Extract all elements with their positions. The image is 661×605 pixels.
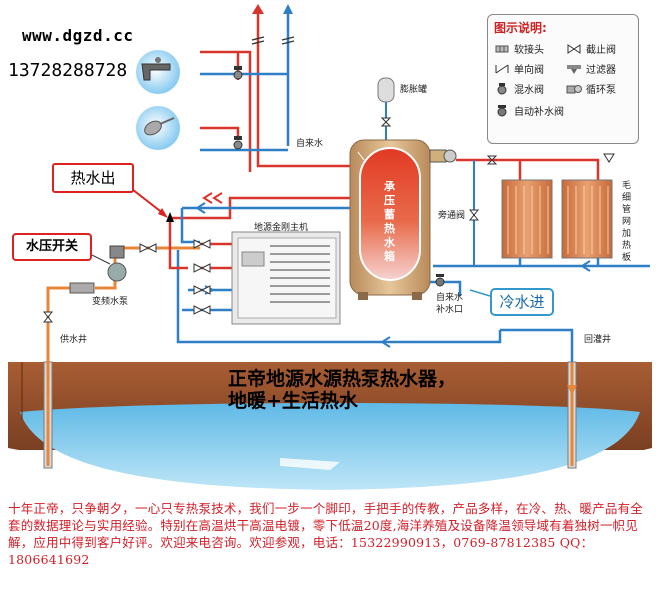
label-refill-2: 补水口	[436, 303, 463, 315]
legend-panel: 图示说明: 软接头 截止阀 单向阀 过滤器 混水阀 循环泵 自动补水阀	[487, 14, 639, 144]
legend-item-flexible-joint: 软接头	[494, 41, 544, 56]
svg-text:蓄: 蓄	[384, 207, 395, 221]
legend-label: 自动补水阀	[514, 107, 564, 118]
legend-label: 混水阀	[514, 85, 544, 96]
hot-callout-pointer	[127, 185, 165, 215]
heat-pump-valves	[139, 239, 211, 315]
circulation-pump-icon	[566, 84, 582, 93]
check-valves-top	[486, 153, 615, 165]
water-flow-arrow	[280, 458, 340, 470]
website-url[interactable]: www.dgzd.cc	[22, 26, 134, 45]
headline-line-2: 地暖+生活热水	[228, 390, 358, 412]
pipe-break-marks	[251, 36, 295, 45]
heating-panel-right	[561, 179, 613, 259]
heating-panel-left	[501, 179, 553, 259]
ground-section	[8, 360, 652, 500]
svg-text:板: 板	[622, 251, 631, 263]
supply-well	[43, 361, 53, 469]
headline-line-1: 正帝地源水源热泵热水器，	[228, 368, 457, 390]
well-return-line	[176, 250, 502, 344]
supply-pipe	[46, 286, 72, 362]
svg-text:细: 细	[622, 191, 631, 203]
mixing-valve-1	[233, 66, 243, 80]
pressure-switch-callout: 水压开关	[12, 233, 92, 261]
legend-item-stop-valve: 截止阀	[566, 41, 616, 56]
svg-text:压: 压	[384, 193, 395, 207]
label-heat-pump: 地源金刚主机	[254, 221, 308, 233]
legend-item-mixing-valve: 混水阀	[494, 81, 544, 96]
storage-tank	[349, 139, 431, 300]
bypass-valve	[468, 160, 480, 266]
mixing-valve-2	[233, 136, 243, 150]
svg-text:承: 承	[384, 179, 396, 193]
svg-text:热: 热	[622, 239, 631, 251]
label-return-well: 回灌井	[584, 333, 611, 345]
expansion-tank	[377, 77, 395, 140]
svg-text:加: 加	[622, 228, 631, 239]
cold-water-in-callout: 冷水进	[490, 288, 554, 316]
variable-pump	[69, 245, 127, 294]
check-valve-icon	[495, 64, 509, 73]
label-expansion-tank: 膨胀罐	[400, 83, 427, 95]
label-tap-water: 自来水	[296, 137, 323, 149]
svg-text:热: 热	[384, 221, 395, 235]
phone-number: 13728288728	[8, 60, 128, 81]
faucet	[136, 50, 180, 94]
legend-item-filter: 过滤器	[566, 61, 616, 76]
label-heating-panel: 毛 细 管 网 加 热 板	[622, 179, 631, 263]
label-tank: 承 压 蓄 热 水 箱	[384, 179, 396, 263]
headline: 正帝地源水源热泵热水器， 地暖+生活热水	[228, 368, 558, 412]
cold-callout-pointer	[469, 289, 491, 297]
legend-label: 循环泵	[586, 85, 616, 96]
company-description: 十年正帝，只争朝夕，一心只专热泵技术，我们一步一个脚印，手把手的传教，产品多样，…	[8, 501, 644, 567]
flexible-joint-icon	[495, 45, 509, 52]
svg-text:水: 水	[384, 235, 396, 249]
stop-valve-icon	[567, 43, 581, 54]
circulation-pump	[429, 149, 457, 163]
legend-label: 过滤器	[586, 65, 616, 76]
heat-pump-unit	[231, 231, 341, 325]
svg-text:毛: 毛	[622, 179, 631, 191]
legend-label: 截止阀	[586, 45, 616, 56]
auto-refill-valve-icon	[497, 104, 507, 116]
return-pipe	[500, 328, 574, 362]
cold-water-pipes	[180, 10, 650, 296]
hot-out-arrowhead	[166, 212, 174, 222]
legend-label: 单向阀	[514, 65, 544, 76]
svg-text:箱: 箱	[384, 249, 395, 263]
auto-refill-valve	[435, 274, 445, 287]
legend-title: 图示说明:	[494, 21, 547, 35]
legend-item-auto-refill-valve: 自动补水阀	[494, 103, 564, 118]
label-bypass: 旁通阀	[438, 209, 465, 221]
filter-icon	[567, 64, 581, 74]
hot-water-out-callout: 热水出	[52, 163, 134, 193]
mixing-valve-icon	[497, 82, 507, 94]
flow-arrows	[195, 192, 591, 348]
legend-item-circulation-pump: 循环泵	[566, 81, 616, 96]
legend-item-check-valve: 单向阀	[494, 61, 544, 76]
supply-stop-valve	[42, 311, 54, 323]
legend-label: 软接头	[514, 45, 544, 56]
shower	[136, 106, 180, 150]
label-refill-1: 自来水	[436, 291, 463, 303]
svg-text:网: 网	[622, 216, 631, 227]
label-supply-well: 供水井	[60, 333, 87, 345]
label-variable-pump: 变频水泵	[92, 295, 128, 307]
svg-text:管: 管	[622, 203, 631, 215]
groundwater	[20, 403, 640, 490]
hot-outflow-arrow	[252, 4, 264, 14]
return-well	[567, 361, 577, 469]
